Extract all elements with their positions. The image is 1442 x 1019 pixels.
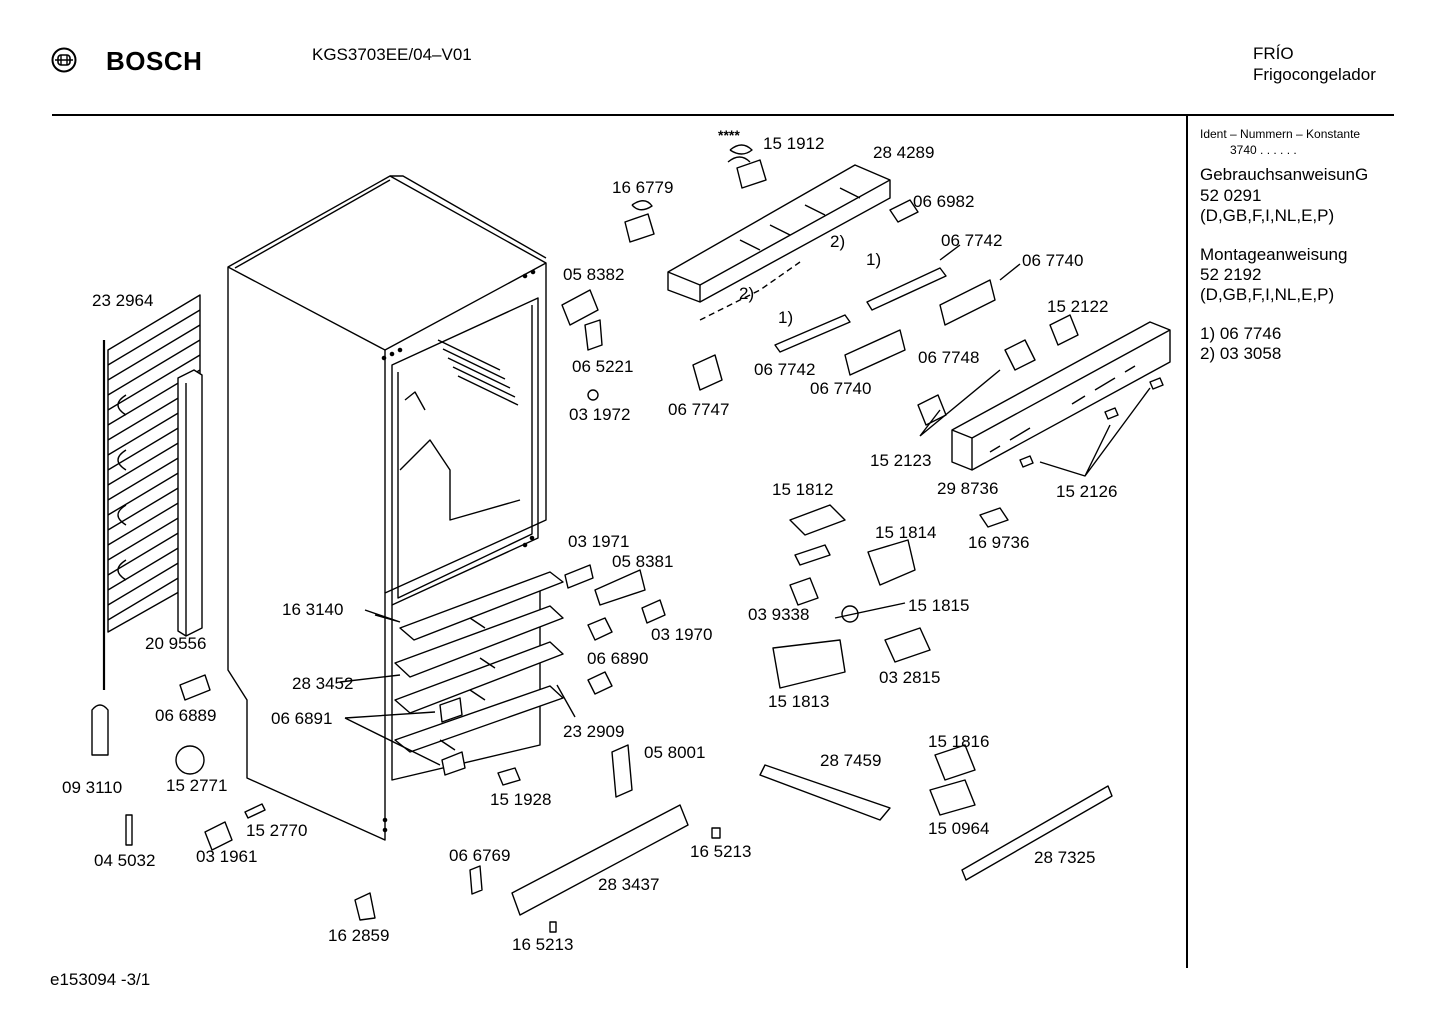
label-283437: 28 3437 xyxy=(598,875,659,894)
drawing-code: e153094 -3/1 xyxy=(50,970,151,989)
glass-shelves xyxy=(394,571,564,753)
sidebar-divider xyxy=(1186,116,1188,968)
label-066769: 06 6769 xyxy=(449,846,510,865)
category-subtitle: Frigocongelador xyxy=(1253,65,1376,84)
label-031961: 03 1961 xyxy=(196,847,257,866)
leader-lines xyxy=(339,244,1151,766)
label-067740-bottom: 06 7740 xyxy=(810,379,871,398)
label-058381: 05 8381 xyxy=(612,552,673,571)
label-067742-top: 06 7742 xyxy=(941,231,1002,250)
label-045032: 04 5032 xyxy=(94,851,155,870)
category-title: FRÍO xyxy=(1253,44,1294,63)
footnote-1: 1) 06 7746 xyxy=(1200,324,1282,343)
manual-languages: (D,GB,F,I,NL,E,P) xyxy=(1200,206,1335,225)
mount-title: Montageanweisung xyxy=(1200,245,1348,264)
label-067748: 06 7748 xyxy=(918,348,979,367)
label-151912: 15 1912 xyxy=(763,134,824,153)
label-066889: 06 6889 xyxy=(155,706,216,725)
label-152122: 15 2122 xyxy=(1047,297,1108,316)
label-067740-top: 06 7740 xyxy=(1022,251,1083,270)
vertical-rail xyxy=(177,369,203,637)
label-151928: 15 1928 xyxy=(490,790,551,809)
label-065221: 06 5221 xyxy=(572,357,633,376)
brand-name: BOSCH xyxy=(106,46,203,76)
label-165213-bottom: 16 5213 xyxy=(512,935,573,954)
cabinet-shell xyxy=(227,175,547,841)
label-152126: 15 2126 xyxy=(1056,482,1117,501)
mount-languages: (D,GB,F,I,NL,E,P) xyxy=(1200,285,1335,304)
exploded-parts-drawing: **** 15 1912 28 4289 16 6779 06 6982 06 … xyxy=(62,127,1171,954)
model-number: KGS3703EE/04–V01 xyxy=(312,45,472,64)
footnote-2: 2) 03 3058 xyxy=(1200,344,1282,363)
control-housing xyxy=(667,164,891,303)
label-152770: 15 2770 xyxy=(246,821,307,840)
label-note2-mid: 2) xyxy=(739,284,754,303)
label-067747: 06 7747 xyxy=(668,400,729,419)
label-287459: 28 7459 xyxy=(820,751,881,770)
ident-value: 3740 . . . . . . xyxy=(1230,143,1297,157)
mount-number: 52 2192 xyxy=(1200,265,1262,284)
label-284289: 28 4289 xyxy=(873,143,934,162)
label-163140: 16 3140 xyxy=(282,600,343,619)
manual-title: GebrauchsanweisunG xyxy=(1200,165,1369,184)
label-283452: 28 3452 xyxy=(292,674,353,693)
label-151814: 15 1814 xyxy=(875,523,936,542)
part-labels: **** 15 1912 28 4289 16 6779 06 6982 06 … xyxy=(62,127,1117,954)
label-150964: 15 0964 xyxy=(928,819,989,838)
label-058001: 05 8001 xyxy=(644,743,705,762)
label-151812: 15 1812 xyxy=(772,480,833,499)
control-bar xyxy=(951,321,1171,471)
label-152771: 15 2771 xyxy=(166,776,227,795)
label-093110: 09 3110 xyxy=(62,778,122,797)
label-067742-bottom: 06 7742 xyxy=(754,360,815,379)
label-058382: 05 8382 xyxy=(563,265,624,284)
label-note2-top: 2) xyxy=(830,232,845,251)
label-066982: 06 6982 xyxy=(913,192,974,211)
label-stars: **** xyxy=(718,127,740,143)
condenser-coil xyxy=(102,294,201,690)
label-151815: 15 1815 xyxy=(908,596,969,615)
label-031972: 03 1972 xyxy=(569,405,630,424)
label-165213-right: 16 5213 xyxy=(690,842,751,861)
bosch-logo-icon xyxy=(51,47,77,73)
ident-label: Ident – Nummern – Konstante xyxy=(1200,127,1361,141)
label-151816: 15 1816 xyxy=(928,732,989,751)
label-166779: 16 6779 xyxy=(612,178,673,197)
label-note1-top: 1) xyxy=(866,250,881,269)
manual-number: 52 0291 xyxy=(1200,186,1262,205)
label-note1-mid: 1) xyxy=(778,308,793,327)
label-232909: 23 2909 xyxy=(563,722,624,741)
label-066890: 06 6890 xyxy=(587,649,648,668)
small-parts xyxy=(91,144,1164,933)
label-151813: 15 1813 xyxy=(768,692,829,711)
label-032815: 03 2815 xyxy=(879,668,940,687)
label-287325: 28 7325 xyxy=(1034,848,1095,867)
label-031971: 03 1971 xyxy=(568,532,629,551)
label-209556: 20 9556 xyxy=(145,634,206,653)
label-066891: 06 6891 xyxy=(271,709,332,728)
label-298736: 29 8736 xyxy=(937,479,998,498)
label-162859: 16 2859 xyxy=(328,926,389,945)
header-divider xyxy=(52,114,1394,116)
label-232964: 23 2964 xyxy=(92,291,153,310)
label-169736: 16 9736 xyxy=(968,533,1029,552)
label-031970: 03 1970 xyxy=(651,625,712,644)
label-152123: 15 2123 xyxy=(870,451,931,470)
label-039338: 03 9338 xyxy=(748,605,809,624)
